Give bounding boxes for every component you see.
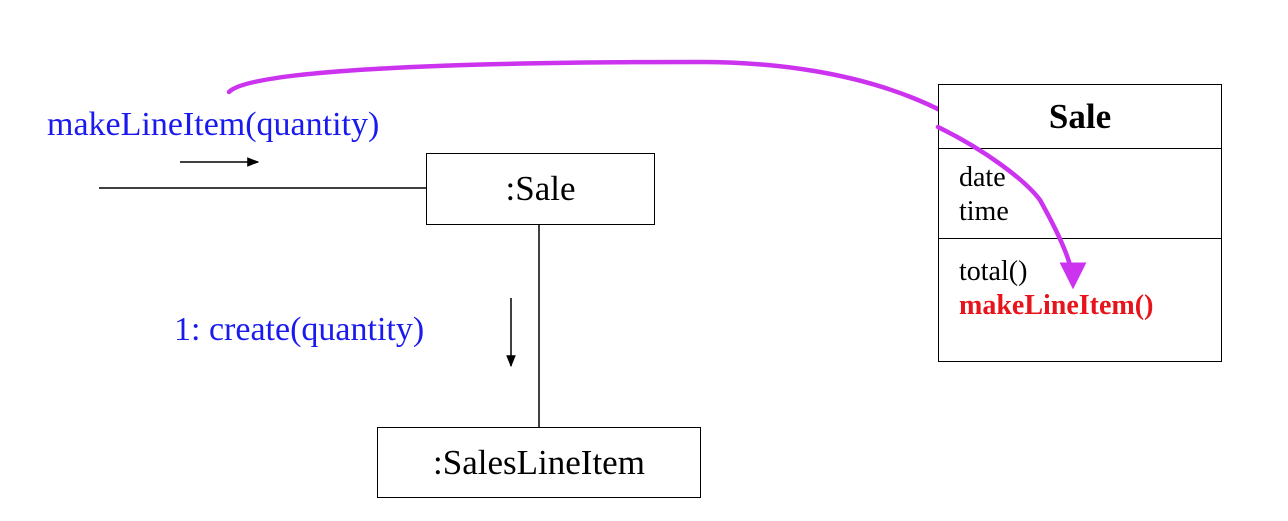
sales-line-item-object-label: :SalesLineItem xyxy=(433,442,645,482)
class-name: Sale xyxy=(939,85,1221,149)
class-operations: total() makeLineItem() xyxy=(939,239,1221,361)
sales-line-item-object-box[interactable]: :SalesLineItem xyxy=(377,427,701,498)
attribute-time: time xyxy=(959,196,1009,227)
sale-object-label: :Sale xyxy=(505,169,576,208)
sale-object-box[interactable]: :Sale xyxy=(426,153,655,225)
operation-make-line-item: makeLineItem() xyxy=(959,290,1154,321)
class-attributes: date time xyxy=(939,149,1221,239)
create-message-label: 1: create(quantity) xyxy=(174,311,425,348)
operation-total: total() xyxy=(959,256,1028,287)
incoming-message-label: makeLineItem(quantity) xyxy=(47,106,380,143)
attribute-date: date xyxy=(959,162,1006,193)
sale-class-box[interactable]: Sale date time total() makeLineItem() xyxy=(938,84,1222,362)
